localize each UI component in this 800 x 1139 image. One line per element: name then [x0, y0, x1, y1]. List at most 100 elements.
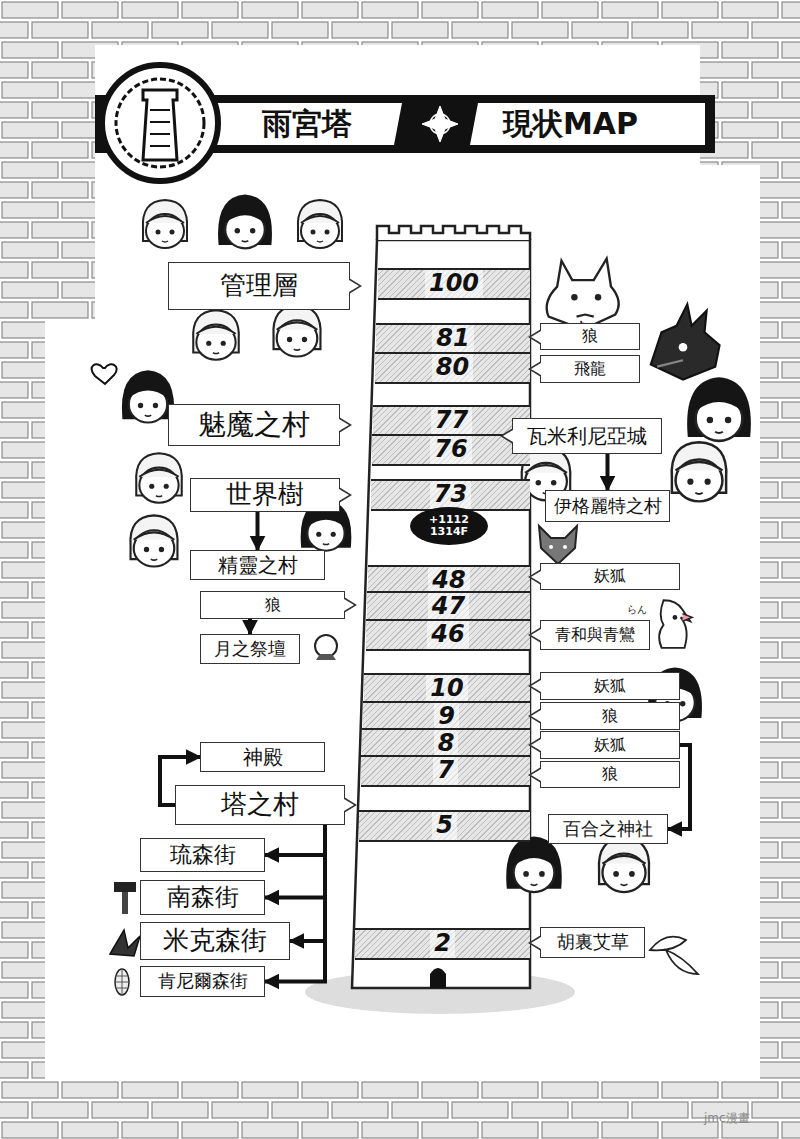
callout-bubble: 狼 — [540, 761, 680, 788]
callout-bubble: 青和與青鸞 — [540, 620, 650, 650]
callout-bubble-text: 狼 — [582, 327, 598, 345]
character-faces-part — [672, 442, 727, 501]
callout-bubble: 世界樹 — [190, 478, 340, 512]
character-faces-part — [130, 515, 177, 566]
flow-arrow — [265, 825, 325, 898]
place-box: 米克森街 — [140, 922, 290, 960]
tower-emblem-part — [102, 65, 218, 181]
floor-band: 7 — [361, 755, 530, 787]
place-box: 月之祭壇 — [200, 634, 300, 664]
callout-bubble: 妖狐 — [540, 731, 680, 759]
icons-part-part — [114, 882, 136, 892]
callout-bubble: 妖狐 — [540, 563, 680, 590]
place-box: 肯尼爾森街 — [140, 966, 265, 997]
flow-arrow — [290, 825, 325, 941]
floor-band: 81 — [376, 323, 530, 355]
icons-part-part — [115, 969, 129, 995]
callout-bubble-text: 青和與青鸞 — [555, 626, 635, 644]
header-band: 雨宮塔現状MAP — [240, 103, 660, 145]
floor-band-text: 47 — [428, 593, 469, 621]
icons-part — [315, 635, 337, 657]
header-bar-part — [215, 103, 705, 145]
animal-heads-part — [547, 259, 619, 330]
tower-part — [377, 226, 530, 240]
tower-emblem — [102, 65, 218, 181]
character-faces-part — [599, 838, 649, 892]
tower-emblem-part — [143, 90, 177, 160]
place-box-text: 肯尼爾森街 — [158, 971, 248, 992]
place-box-text: 南森街 — [167, 884, 239, 912]
icons-part — [114, 882, 136, 914]
callout-bubble: 瓦米利尼亞城 — [512, 418, 662, 454]
floor-band: 5 — [359, 810, 530, 842]
callout-bubble: 胡裏艾草 — [540, 927, 645, 958]
floor-blob: +1112 1314F — [410, 507, 488, 545]
floor-band: 2 — [355, 928, 530, 960]
callout-bubble: 塔之村 — [175, 785, 345, 825]
icons-part — [650, 937, 698, 974]
place-box: 琉森街 — [140, 838, 265, 872]
floor-band: 46 — [366, 619, 530, 651]
place-box-text: 米克森街 — [163, 926, 267, 956]
animal-heads-part — [539, 526, 577, 564]
floor-band: 80 — [375, 352, 530, 384]
header-band-text: 現状MAP — [503, 107, 638, 142]
tower-part — [430, 968, 446, 988]
callout-bubble-text: 管理層 — [220, 271, 298, 301]
floor-band-text: 76 — [430, 436, 471, 464]
callout-bubble: 管理層 — [168, 262, 350, 310]
icons — [92, 364, 698, 995]
floor-band: 100 — [378, 268, 530, 300]
ruby-text: らん — [627, 603, 647, 617]
icons-part-part — [115, 969, 129, 995]
place-box: 南森街 — [140, 880, 265, 915]
floor-band-text: 8 — [434, 730, 459, 758]
callout-bubble-text: 飛龍 — [574, 360, 606, 378]
callout-bubble: 狼 — [540, 702, 680, 730]
character-faces-part — [298, 200, 342, 248]
icons-part-part — [122, 892, 128, 914]
callout-bubble-text: 妖狐 — [594, 677, 626, 695]
character-faces-part — [143, 200, 187, 248]
callout-bubble: 魅魔之村 — [168, 404, 340, 446]
place-box-text: 百合之神社 — [563, 819, 653, 840]
icons-part-part — [110, 930, 140, 956]
callout-bubble-text: 妖狐 — [594, 736, 626, 754]
callout-bubble: 狼 — [200, 591, 345, 619]
place-box: 伊格麗特之村 — [545, 490, 670, 522]
flow-arrow — [606, 454, 610, 490]
callout-bubble-text: 狼 — [602, 765, 618, 783]
floor-band-text: 77 — [431, 407, 472, 435]
floor-band-text: 2 — [430, 930, 455, 958]
animal-heads-part — [651, 304, 720, 379]
floor-band-text: 5 — [432, 812, 457, 840]
tower-emblem-part — [150, 110, 170, 146]
floor-blob-text: +1112 1314F — [429, 514, 469, 537]
floor-band-text: 73 — [430, 481, 471, 509]
icons-part-part — [650, 937, 698, 974]
floor-band-text: 46 — [427, 621, 468, 649]
floor-band-text: 7 — [433, 757, 458, 785]
place-box: 百合之神社 — [548, 814, 668, 844]
white-ground — [45, 45, 760, 1080]
header-bar-part — [422, 106, 458, 142]
character-faces-part — [506, 837, 562, 893]
flow-arrow — [265, 825, 325, 855]
flow-arrow — [256, 512, 260, 550]
callout-bubble: 狼 — [540, 323, 640, 350]
callout-bubble: 飛龍 — [540, 355, 640, 383]
place-box-text: 伊格麗特之村 — [554, 496, 662, 517]
callout-bubble-text: 胡裏艾草 — [557, 932, 629, 953]
watermark: jmc漫畫 — [704, 1110, 750, 1127]
character-faces-part — [193, 310, 239, 360]
tower-part — [352, 240, 530, 988]
flow-arrow — [248, 619, 252, 634]
place-box: 精靈之村 — [190, 550, 325, 580]
header-bar-part — [394, 103, 478, 145]
character-faces-part — [136, 453, 182, 503]
callout-bubble-text: 魅魔之村 — [198, 409, 310, 441]
callout-bubble-text: 狼 — [602, 707, 618, 725]
icons-part — [316, 654, 336, 660]
